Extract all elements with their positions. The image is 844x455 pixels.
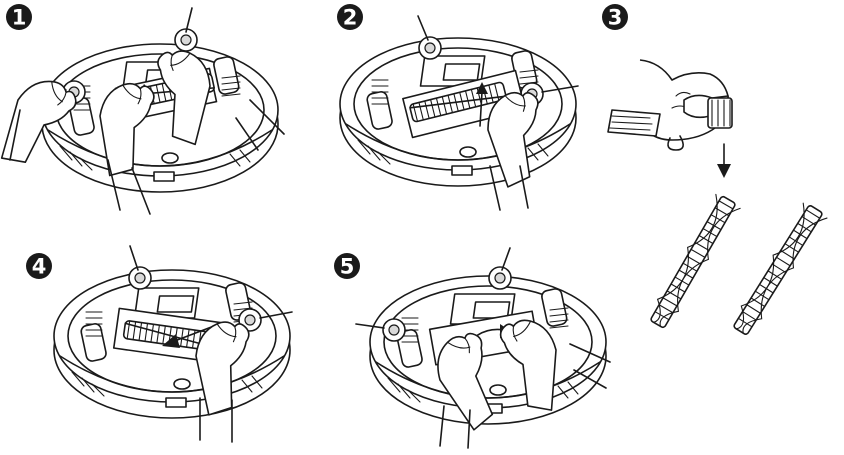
step-2-badge: 2	[337, 4, 363, 30]
step-5-illustration	[356, 248, 610, 448]
step-3-badge: 3	[602, 4, 628, 30]
step-1-illustration	[2, 8, 284, 214]
step-3-number: 3	[608, 6, 623, 30]
step-5-badge: 5	[334, 253, 360, 279]
step-4-badge: 4	[26, 253, 52, 279]
step-2-illustration	[340, 16, 578, 210]
step-5-number: 5	[340, 255, 355, 279]
step-4-illustration	[54, 246, 292, 442]
step-1-number: 1	[12, 6, 27, 30]
step-3-illustration	[608, 60, 828, 338]
step-4-number: 4	[32, 255, 47, 279]
step-1-badge: 1	[6, 4, 32, 30]
step-2-number: 2	[343, 6, 358, 30]
